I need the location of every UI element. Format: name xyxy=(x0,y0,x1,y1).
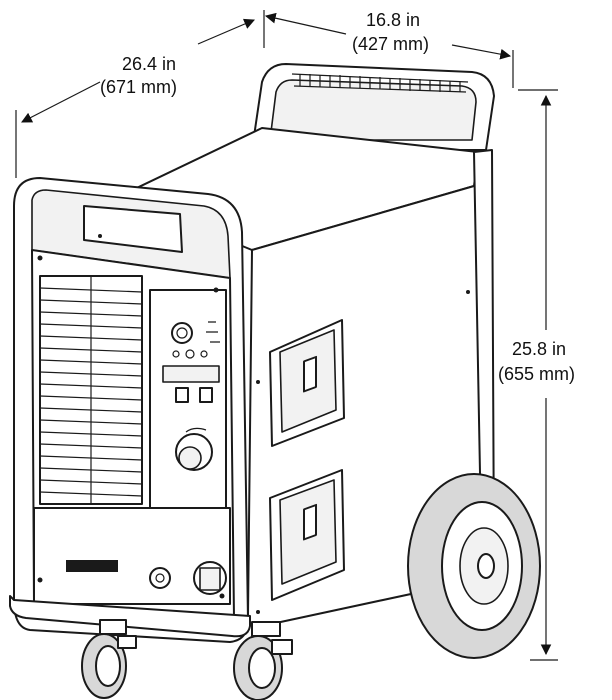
front-right-caster xyxy=(233,621,293,700)
control-panel xyxy=(149,289,227,509)
mode-knob[interactable] xyxy=(171,322,193,344)
panel-screws xyxy=(37,234,470,614)
plasma-cutter-unit xyxy=(9,63,541,700)
rear-wheel xyxy=(407,473,541,659)
height-metric-label: (655 mm) xyxy=(498,364,575,384)
depth-imperial-label: 26.4 in xyxy=(122,54,176,74)
indicator-strip xyxy=(162,365,220,383)
depth-dimension: 26.4 in (671 mm) xyxy=(15,18,255,178)
rear-handle xyxy=(251,63,495,151)
height-imperial-label: 25.8 in xyxy=(512,339,566,359)
brand-plate xyxy=(66,560,118,572)
side-vent-upper xyxy=(269,319,345,447)
front-bumper xyxy=(9,595,251,638)
side-vent-lower xyxy=(269,469,345,601)
height-dimension: 25.8 in (655 mm) xyxy=(498,89,575,661)
width-metric-label: (427 mm) xyxy=(352,34,429,54)
front-connectors xyxy=(33,507,231,605)
depth-metric-label: (671 mm) xyxy=(100,77,177,97)
width-dimension: 16.8 in (427 mm) xyxy=(263,10,514,88)
torch-connector xyxy=(149,567,171,589)
front-vents xyxy=(39,275,143,505)
handle-grip xyxy=(291,73,469,93)
width-imperial-label: 16.8 in xyxy=(366,10,420,30)
front-left-caster xyxy=(81,619,137,699)
